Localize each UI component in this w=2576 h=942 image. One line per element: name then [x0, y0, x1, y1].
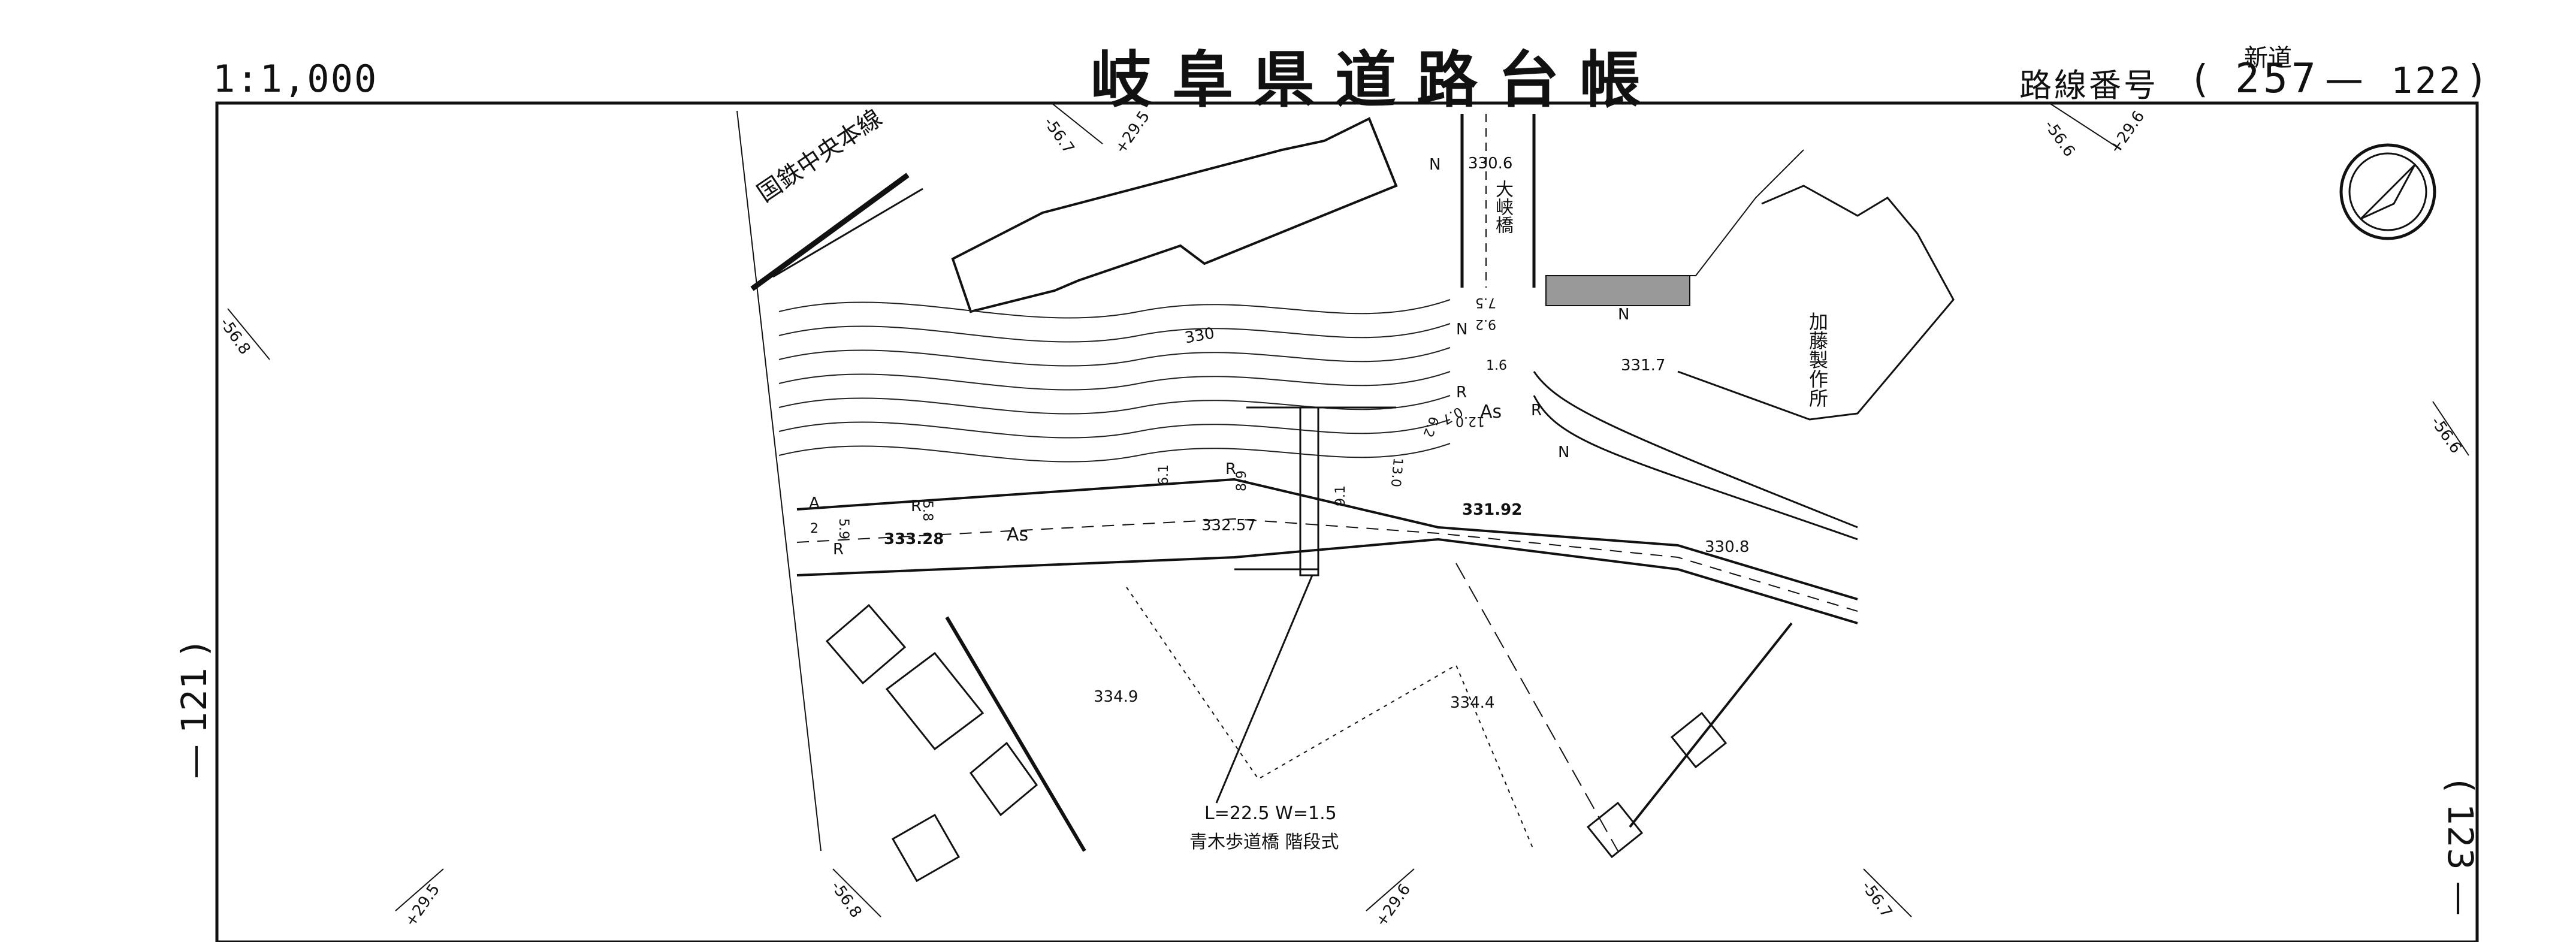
embankment [1545, 149, 1804, 306]
page-title: 岐阜県道路台帳 [1091, 45, 1661, 116]
route-paren-close: ) [2469, 58, 2484, 102]
grid-ticks [227, 102, 2469, 917]
route-number-label: 路線番号 [2019, 67, 2158, 104]
marker-label: R [1456, 384, 1467, 401]
bridge-name: 大峡橋 [1492, 180, 1513, 234]
footbridge-spec: L=22.5 W=1.5 [1204, 803, 1337, 824]
marker-label: N [1429, 156, 1441, 174]
dimension-label: 12.0 [1455, 413, 1485, 428]
dimension-label: 6.1 [1156, 464, 1171, 485]
sheet-frame [215, 101, 2479, 942]
adjacent-sheet-right: ( 123 — [2440, 779, 2481, 916]
road-surface-label: As [1007, 524, 1029, 545]
marker-label: N [1558, 443, 1570, 461]
factory-name: 加藤製作所 [1806, 312, 1829, 407]
dimension-label: 5.8 [920, 500, 935, 521]
factory-outline [1677, 185, 1955, 421]
lot-lines [736, 110, 1793, 852]
marker-label: N [1618, 306, 1630, 324]
footbridge [1215, 406, 1396, 804]
elevation-label: 334.4 [1450, 694, 1495, 712]
dimension-label: 9.2 [1475, 316, 1496, 331]
elevation-label: 331.92 [1462, 501, 1523, 519]
dimension-label: 1.6 [1486, 358, 1507, 373]
route-number-dash: — [2325, 58, 2363, 102]
houses [825, 603, 1728, 883]
route-paren-open: ( [2193, 58, 2208, 102]
side-road [1533, 371, 1858, 541]
elevation-label: 334.9 [1094, 688, 1138, 706]
marker-label: N [1456, 321, 1468, 339]
elevation-label: 330.6 [1468, 155, 1513, 173]
marker-label: R [1225, 460, 1237, 478]
footbridge-name: 青木歩道橋 階段式 [1189, 832, 1339, 853]
railway [750, 173, 923, 291]
route-note: 新道 [2244, 44, 2292, 72]
route-number-sub: 122 [2391, 60, 2463, 102]
marker-label: R [833, 541, 844, 558]
elevation-label: 333.28 [884, 530, 944, 548]
road-surface-label-2: As [1480, 401, 1502, 422]
dimension-label: 7.5 [1475, 295, 1496, 310]
marker-label: R [1531, 401, 1542, 419]
elevation-label: 331.7 [1621, 357, 1666, 375]
elevation-label: 330.8 [1705, 538, 1750, 556]
dimension-label: 5.9 [836, 518, 851, 539]
map-scale: 1:1,000 [213, 57, 378, 101]
elevation-label: 332.57 [1201, 517, 1256, 535]
main-road [796, 478, 1858, 624]
dimension-label: 13.0 [1387, 457, 1405, 488]
dimension-label: 8.9 [1234, 470, 1249, 491]
bridge [1460, 114, 1536, 288]
marker-label: R [911, 497, 922, 515]
marker-label: A [809, 494, 820, 512]
adjacent-sheet-left: — 121 ) [174, 642, 215, 779]
river-contours [778, 299, 1451, 463]
building [951, 117, 1398, 313]
route-number-main: 257 [2235, 55, 2320, 102]
dimension-label: 9.1 [1333, 485, 1348, 506]
north-arrow-icon [2339, 143, 2436, 240]
dimension-label: 2 [810, 521, 819, 536]
